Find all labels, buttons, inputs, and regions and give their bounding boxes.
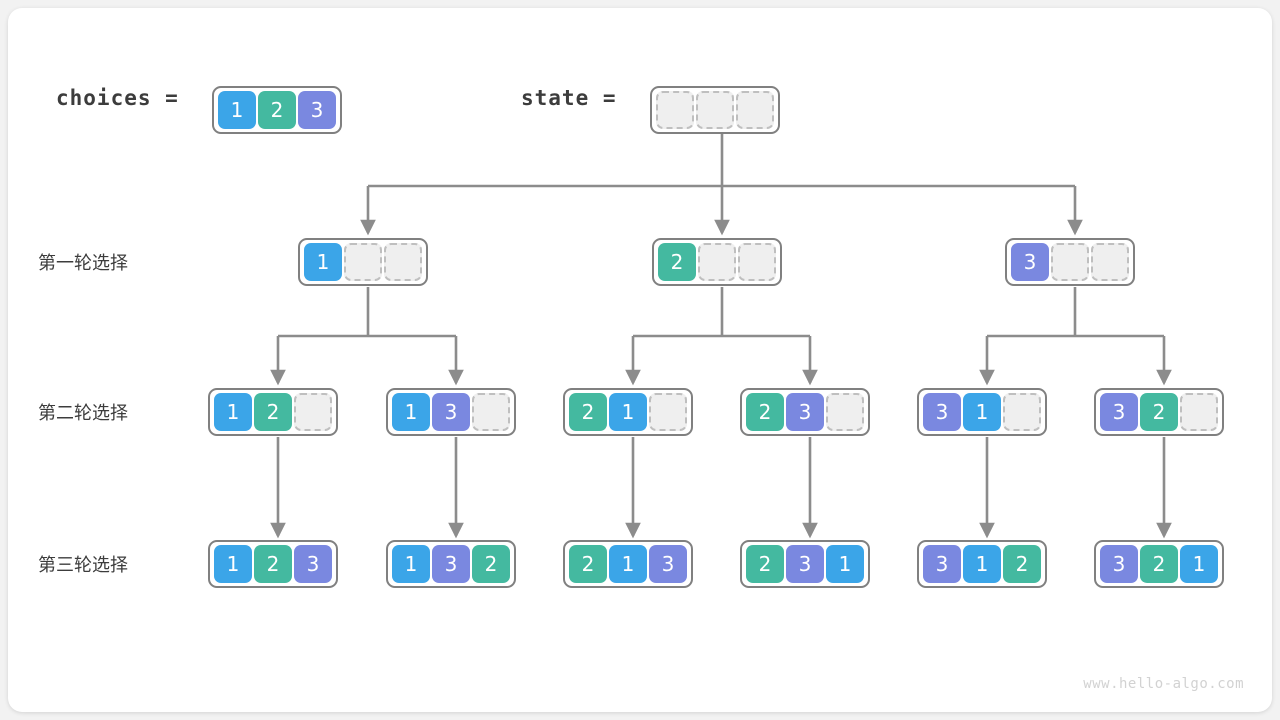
r3n5-cell-1: 1 xyxy=(963,545,1001,583)
r1n2-cell-1 xyxy=(698,243,736,281)
state-cell-0 xyxy=(656,91,694,129)
state-cell-1 xyxy=(696,91,734,129)
state-label: state = xyxy=(521,86,617,110)
r2n4-cell-0: 2 xyxy=(746,393,784,431)
r3n5-cell-2: 2 xyxy=(1003,545,1041,583)
r1n1-cell-1 xyxy=(344,243,382,281)
r2n5-cell-2 xyxy=(1003,393,1041,431)
r3n2-cell-0: 1 xyxy=(392,545,430,583)
r2n4-cell-2 xyxy=(826,393,864,431)
r2n4-cell-1: 3 xyxy=(786,393,824,431)
r2n6-cell-2 xyxy=(1180,393,1218,431)
r3n6-cell-1: 2 xyxy=(1140,545,1178,583)
row-label-round-3: 第三轮选择 xyxy=(38,555,128,576)
r3n2-cell-1: 3 xyxy=(432,545,470,583)
r3n3-cell-1: 1 xyxy=(609,545,647,583)
r2n2-cell-2 xyxy=(472,393,510,431)
r1n1-cell-0: 1 xyxy=(304,243,342,281)
r2n3-cell-0: 2 xyxy=(569,393,607,431)
row-label-round-2: 第二轮选择 xyxy=(38,403,128,424)
r1n3-cell-2 xyxy=(1091,243,1129,281)
r2n1-cell-2 xyxy=(294,393,332,431)
state-node-r1-n2: 2 xyxy=(652,238,782,286)
choices-label: choices = xyxy=(56,86,179,110)
row-label-round-1: 第一轮选择 xyxy=(38,253,128,274)
r2n2-cell-1: 3 xyxy=(432,393,470,431)
r2n3-cell-1: 1 xyxy=(609,393,647,431)
r3n3-cell-2: 3 xyxy=(649,545,687,583)
r3n6-cell-0: 3 xyxy=(1100,545,1138,583)
state-node-r1-n3: 3 xyxy=(1005,238,1135,286)
r1n1-cell-2 xyxy=(384,243,422,281)
r1n3-cell-0: 3 xyxy=(1011,243,1049,281)
choices-cell-0: 1 xyxy=(218,91,256,129)
r2n1-cell-0: 1 xyxy=(214,393,252,431)
r2n2-cell-0: 1 xyxy=(392,393,430,431)
choices-cell-2: 3 xyxy=(298,91,336,129)
r1n2-cell-2 xyxy=(738,243,776,281)
diagram-card xyxy=(8,8,1272,712)
r3n3-cell-0: 2 xyxy=(569,545,607,583)
r3n6-cell-2: 1 xyxy=(1180,545,1218,583)
r1n2-cell-0: 2 xyxy=(658,243,696,281)
r2n5-cell-0: 3 xyxy=(923,393,961,431)
r2n6-cell-0: 3 xyxy=(1100,393,1138,431)
r2n6-cell-1: 2 xyxy=(1140,393,1178,431)
r2n1-cell-1: 2 xyxy=(254,393,292,431)
r2n5-cell-1: 1 xyxy=(963,393,1001,431)
r2n3-cell-2 xyxy=(649,393,687,431)
watermark: www.hello-algo.com xyxy=(1083,676,1244,692)
r1n3-cell-1 xyxy=(1051,243,1089,281)
r3n4-cell-2: 1 xyxy=(826,545,864,583)
r3n4-cell-0: 2 xyxy=(746,545,784,583)
r3n5-cell-0: 3 xyxy=(923,545,961,583)
state-node-r1-n1: 1 xyxy=(298,238,428,286)
state-cell-2 xyxy=(736,91,774,129)
state-array xyxy=(650,86,780,134)
r3n2-cell-2: 2 xyxy=(472,545,510,583)
r3n1-cell-2: 3 xyxy=(294,545,332,583)
r3n4-cell-1: 3 xyxy=(786,545,824,583)
choices-cell-1: 2 xyxy=(258,91,296,129)
r3n1-cell-0: 1 xyxy=(214,545,252,583)
r3n1-cell-1: 2 xyxy=(254,545,292,583)
